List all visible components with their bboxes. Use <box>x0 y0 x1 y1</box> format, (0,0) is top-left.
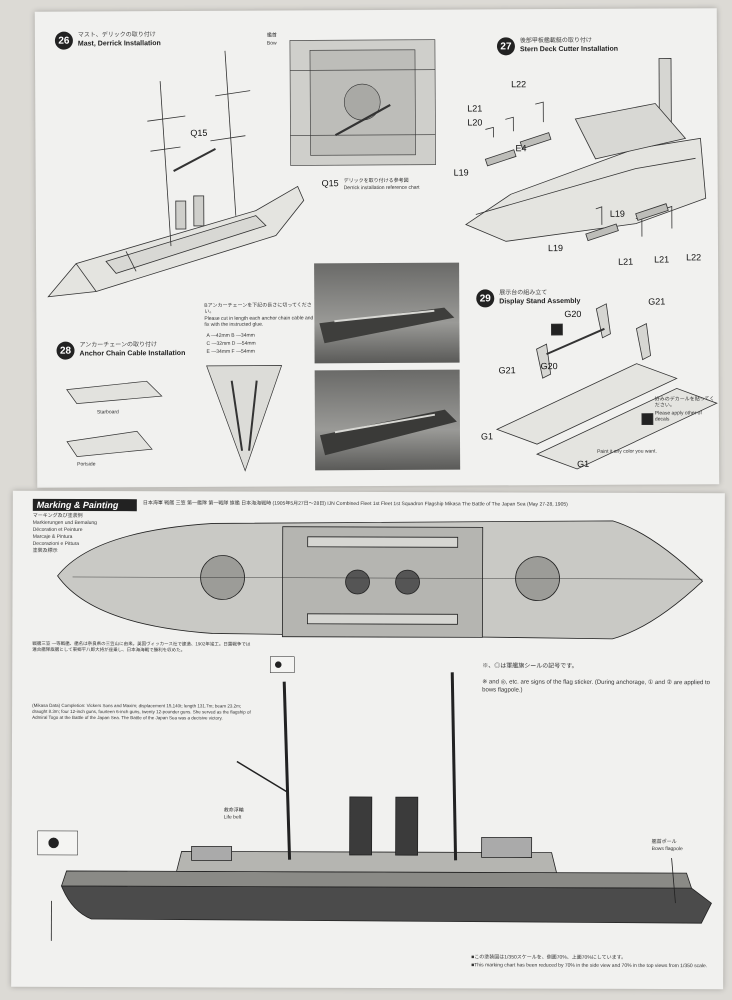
part-label-l20: L20 <box>467 117 483 128</box>
marking-drawings <box>37 520 712 941</box>
stand-note-en: Please apply other of decals <box>654 410 702 423</box>
part-label-g20: G20 <box>564 308 582 320</box>
ship-top-view <box>57 520 704 640</box>
step-27-stern-drawing <box>465 58 707 242</box>
chain-length-1: A —42mm B —34mm <box>206 332 255 339</box>
derrick-reference-en: Derrick installation reference chart <box>343 184 420 192</box>
bow-label-jp: 艦首 <box>266 32 277 39</box>
step-26-ship-drawing <box>47 50 305 298</box>
marking-painting-sheet: Marking & Painting 日本海軍 戦艦 三笠 第一艦隊 第一戦隊 … <box>11 490 725 990</box>
step-29-number: 29 <box>476 289 495 308</box>
step-29-display-stand-drawing <box>495 303 718 470</box>
instruction-sheet-steps-26-29: 26 マスト、デリックの取り付け Mast, Derrick Installat… <box>34 8 720 488</box>
part-label-g21-b: G21 <box>498 365 516 376</box>
part-label-l22-b: L22 <box>686 252 702 263</box>
derrick-reference-deck-plan <box>289 39 436 166</box>
part-label-q15-reference: Q15 <box>321 178 339 189</box>
step-28-title-en: Anchor Chain Cable Installation <box>79 350 186 358</box>
part-label-l19-a: L19 <box>453 167 469 178</box>
step-28-anchor-drawings <box>66 365 283 472</box>
chain-note-jp: Bアンカーチェーンを下記の長さに切ってください。 <box>204 302 312 315</box>
part-label-l22: L22 <box>511 79 527 90</box>
footnote-jp: ■この塗装図は1/350スケールを、側面70%、上面70%にしています。 <box>471 954 627 961</box>
part-label-g1-b: G1 <box>577 458 590 469</box>
step-27-number: 27 <box>496 37 515 56</box>
ship-side-view <box>50 672 712 941</box>
starboard-label: Starboard <box>96 409 119 416</box>
portside-label: Portside <box>77 461 96 468</box>
step-27-title-en: Stern Deck Cutter Installation <box>519 45 619 54</box>
part-label-l21-b: L21 <box>618 256 634 267</box>
lifebelt-label-jp: 救命浮輪 <box>223 807 244 814</box>
ship-history-jp: 戦艦三笠 一等戦艦、艦名は奈良県の三笠山に由来。英国ヴィッカース社で建造、190… <box>32 640 251 653</box>
step-28-header: 28 アンカーチェーンの取り付け Anchor Chain Cable Inst… <box>56 341 185 360</box>
step-27-header: 27 後部甲板艦載艇の取り付け Stern Deck Cutter Instal… <box>496 37 619 56</box>
derrick-reference-jp: デリックを取り付ける参考図 <box>343 177 409 185</box>
part-label-g1: G1 <box>480 431 494 442</box>
chain-length-3: E —34mm F —54mm <box>206 348 255 355</box>
part-label-g21: G21 <box>648 296 666 307</box>
footnote-en: ■This marking chart has been reduced by … <box>471 962 708 970</box>
model-photo-bow-lower <box>314 369 461 471</box>
part-label-e4: E4 <box>515 143 527 154</box>
step-28-number: 28 <box>56 341 75 360</box>
flag-legend-jp: ※、◎は軍艦旗シールの記号です。 <box>482 663 578 670</box>
step-29-header: 29 展示台の組み立て Display Stand Assembly <box>476 289 580 308</box>
flagpole-label-en: Bows flagpole <box>651 845 683 853</box>
top-sheet-line-drawings <box>47 39 718 472</box>
flagpole-label-jp: 艦首ポール <box>651 838 677 846</box>
part-label-l19-c: L19 <box>547 243 564 254</box>
part-label-l21: L21 <box>467 103 483 114</box>
naval-ensign-flags <box>37 656 295 856</box>
stand-note-jp: 好みのデカールを貼ってください。 <box>654 396 715 409</box>
bow-label-en: Bow <box>266 40 277 47</box>
part-label-g20-b: G20 <box>540 361 558 372</box>
step-29-title-en: Display Stand Assembly <box>499 297 581 306</box>
model-photo-bow-upper <box>314 262 460 364</box>
lifebelt-label-en: Life belt <box>223 814 242 821</box>
chain-note-en: Please cut in length each anchor chain c… <box>204 315 314 328</box>
ship-history-en: (Mikasa Data) Completion: Vickers Sons a… <box>32 702 251 721</box>
stand-note-paint: Paint it any color you want. <box>597 448 657 455</box>
part-label-l21-c: L21 <box>654 254 670 265</box>
part-label-l19-b: L19 <box>609 208 625 219</box>
chain-length-2: C —32mm D —54mm <box>206 340 256 347</box>
flag-legend-en: ※ and ◎, etc. are signs of the flag stic… <box>482 679 711 694</box>
part-label-q15: Q15 <box>190 127 208 138</box>
